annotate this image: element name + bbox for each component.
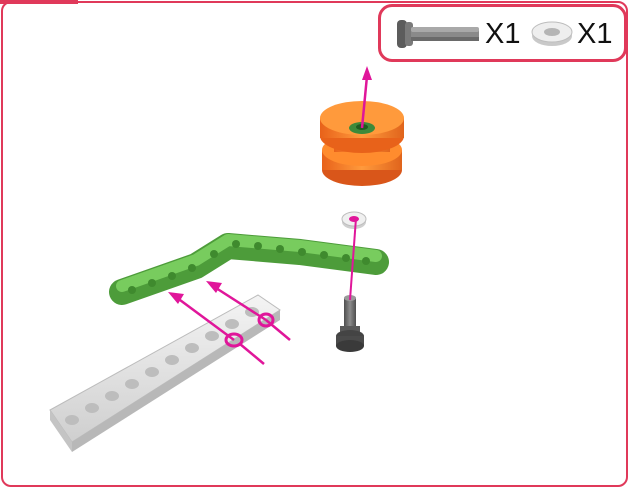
washer-part: [342, 212, 366, 229]
chain-part: [122, 240, 376, 294]
axle-pin-part: [336, 295, 364, 352]
pulley-part: [320, 101, 404, 186]
beam-part: [50, 295, 280, 452]
